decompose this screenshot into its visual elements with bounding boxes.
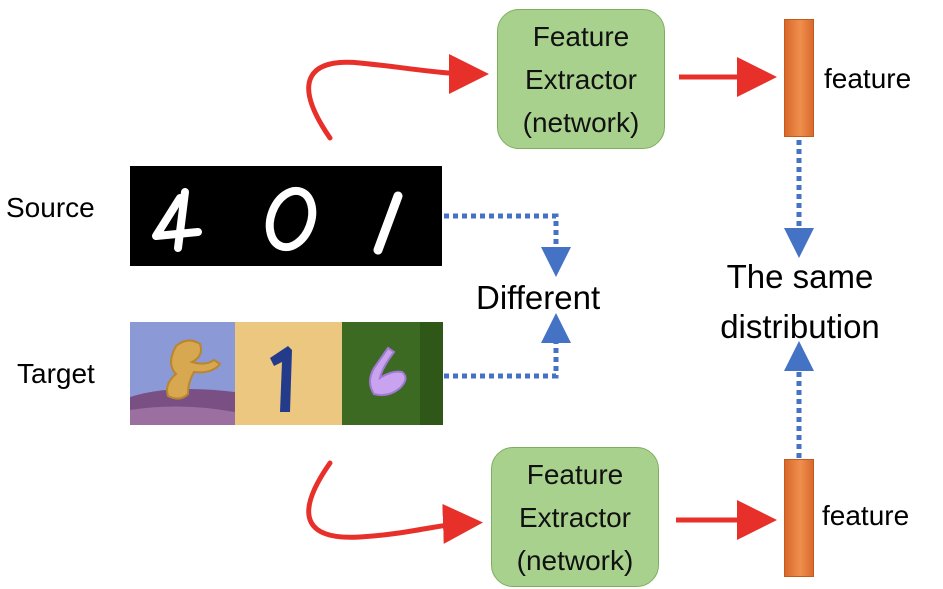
source-digit-1 (373, 191, 403, 255)
target-image-strip (130, 322, 443, 425)
feature-bar-top (784, 19, 814, 137)
target-digit-6 (369, 346, 407, 397)
source-digit-4 (152, 188, 202, 252)
target-digit-8 (166, 339, 222, 400)
feature-label-top: feature (824, 63, 912, 94)
blue-dotted-source-to-different (444, 213, 571, 277)
blue-dotted-target-to-different (444, 313, 571, 379)
different-label: Different (476, 279, 601, 316)
target-digit-1 (270, 346, 292, 412)
feature-label-bottom: feature (822, 500, 910, 531)
target-label: Target (17, 358, 95, 389)
feature-extractor-top: Feature Extractor (network) (497, 9, 665, 149)
same-distribution-label: The same distribution (720, 258, 880, 345)
red-arrow-source-to-extractor (306, 53, 489, 141)
source-image-strip (130, 166, 442, 266)
feature-extractor-top-label: Feature Extractor (network) (522, 20, 640, 138)
source-label: Source (6, 192, 95, 223)
feature-extractor-bottom: Feature Extractor (network) (491, 447, 659, 587)
red-arrow-target-to-extractor (306, 460, 483, 544)
feature-extractor-bottom-label: Feature Extractor (network) (516, 458, 634, 576)
source-digit-0 (265, 186, 317, 252)
feature-bar-bottom (784, 459, 814, 577)
